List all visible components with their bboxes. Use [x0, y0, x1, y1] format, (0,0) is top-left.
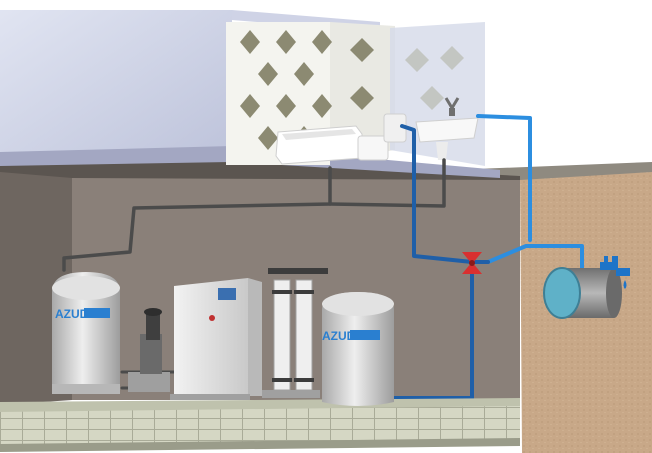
gray-wastewater-pipe-right: [328, 158, 446, 208]
toilet: [357, 113, 407, 161]
bathtub: [275, 125, 363, 165]
greywater-collection-tank: [52, 272, 120, 394]
washbasin: [415, 117, 479, 160]
rainwater-storage-tank: [543, 267, 622, 319]
shower-glass-tiles: [405, 46, 464, 110]
tap-icon: [600, 256, 630, 289]
tiled-wall: [226, 22, 395, 165]
upper-room-glass-left: [0, 10, 232, 164]
treated-water-tank: [322, 292, 394, 406]
control-cabinet: [170, 278, 262, 400]
gray-wastewater-pipe-top: [62, 166, 332, 272]
basement-floor: [0, 398, 520, 452]
right-tank-brand-label: AZUD: [322, 329, 356, 343]
pipe-network: [62, 114, 584, 400]
upper-room: [0, 10, 500, 178]
pump-unit: [128, 308, 170, 392]
three-way-valve-icon: [462, 252, 482, 274]
treated-water-supply-pipe: [390, 124, 474, 400]
upper-blue-pipe: [476, 114, 532, 242]
rainwater-pipe: [486, 244, 584, 270]
shower-head-icon: [444, 97, 460, 116]
left-tank-brand-label: AZUD: [55, 307, 89, 321]
basement-ceiling-edge: [0, 160, 520, 180]
membrane-filter-columns: [262, 268, 328, 398]
